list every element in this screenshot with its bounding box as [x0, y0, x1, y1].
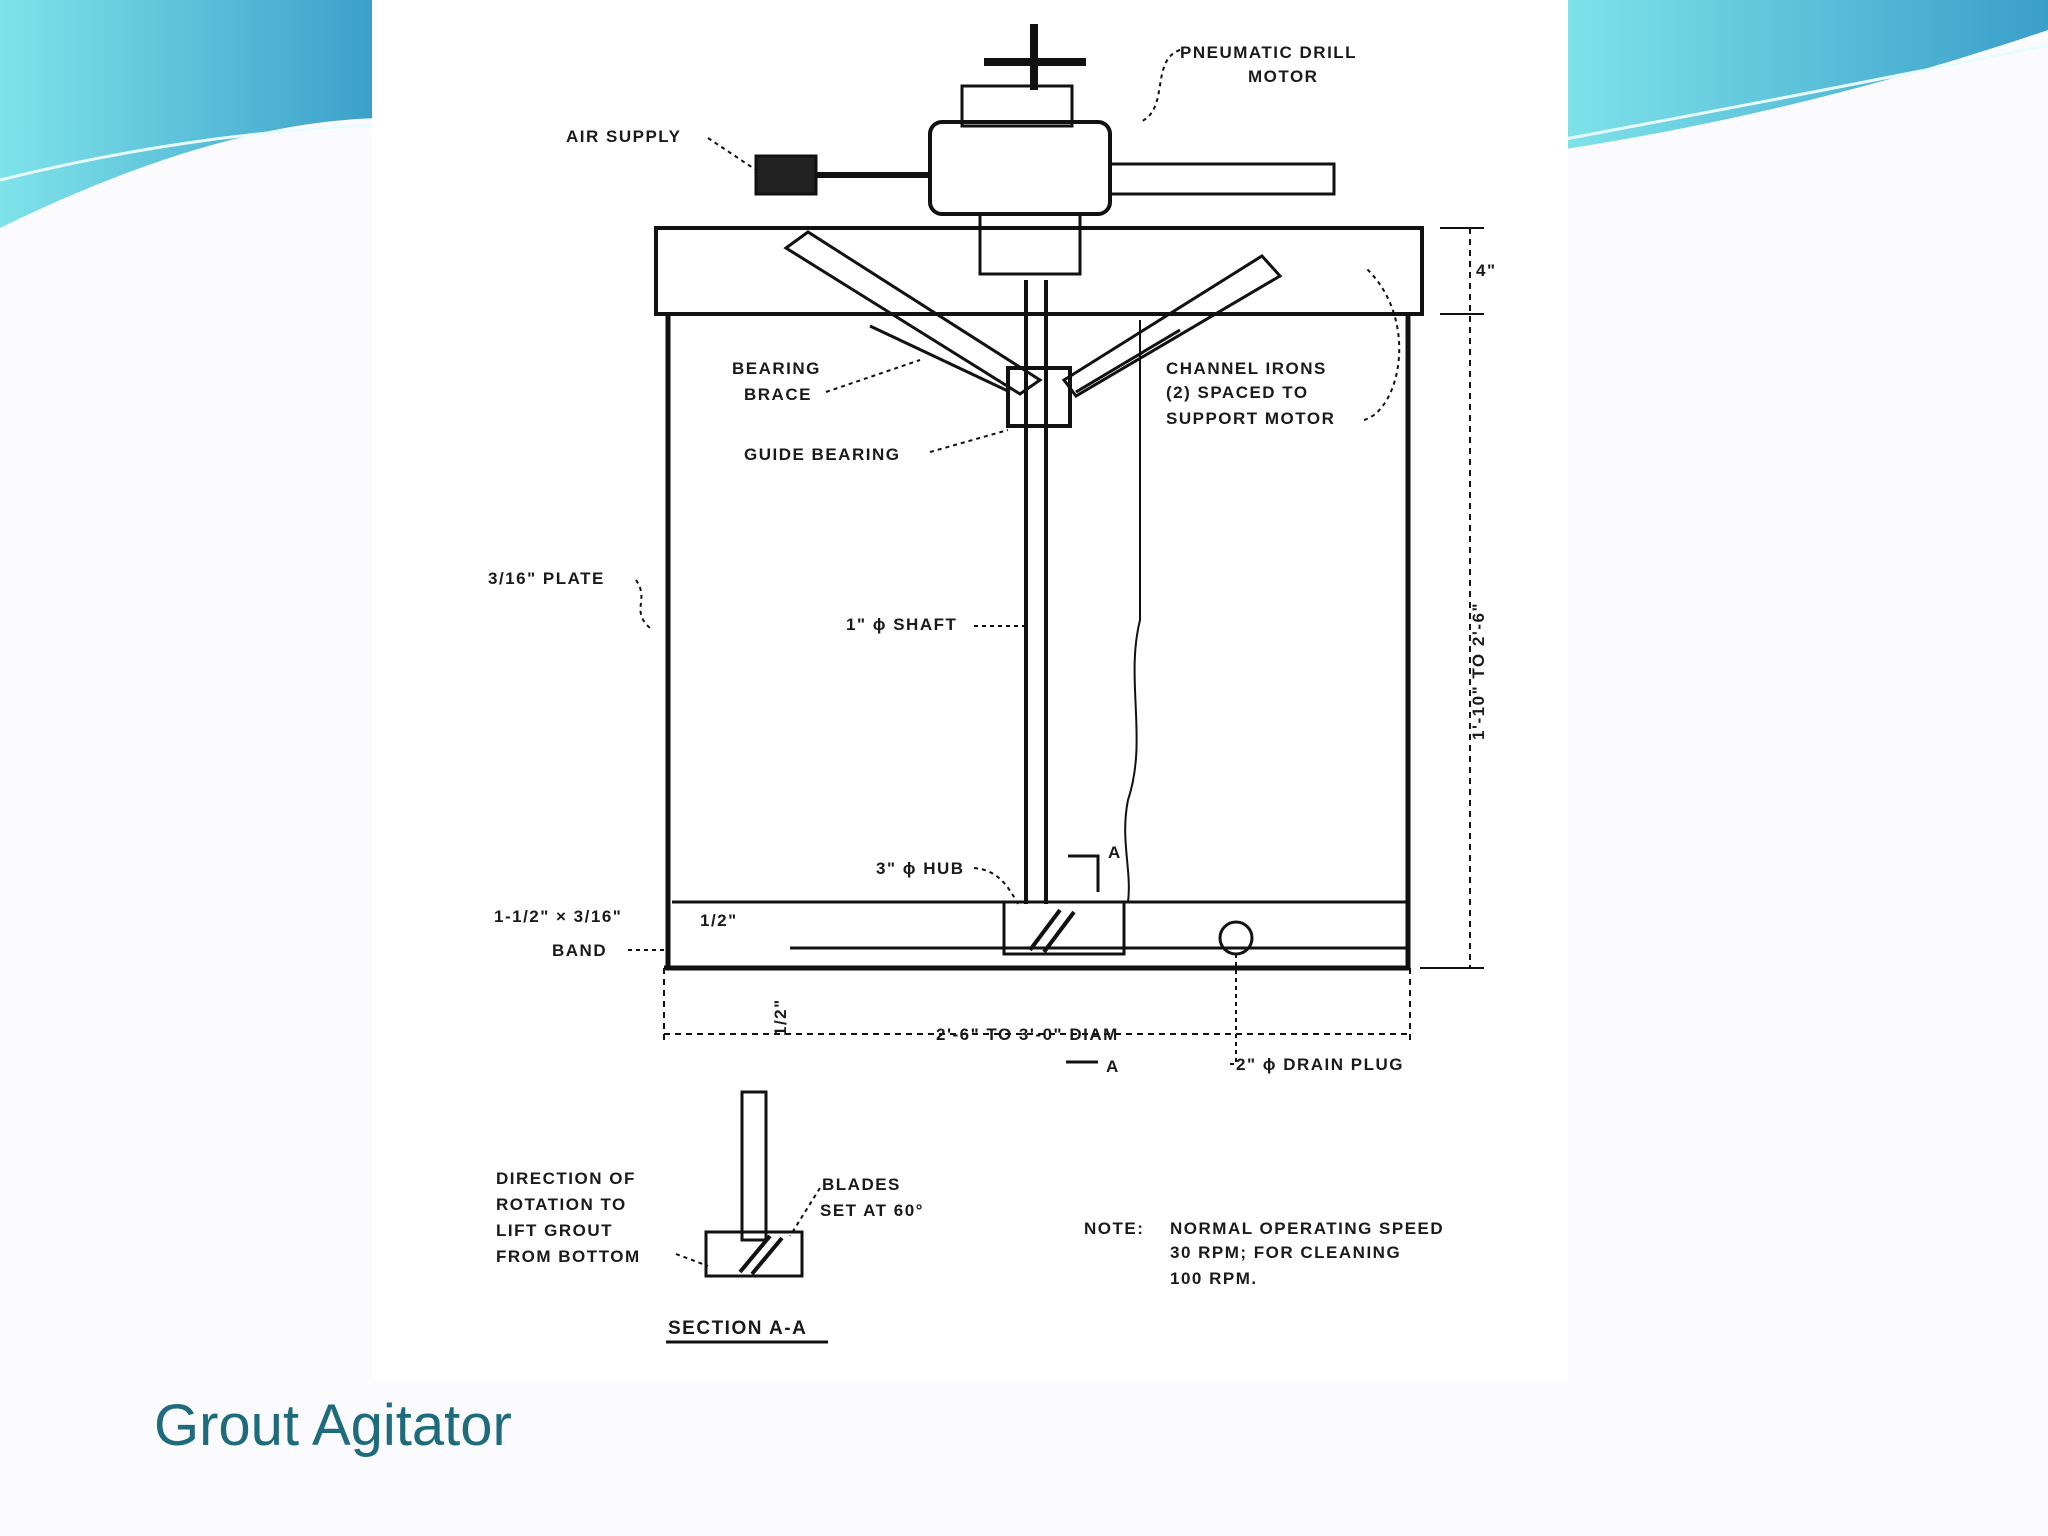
- leader-blades: [789, 1187, 821, 1237]
- label-direction-2: ROTATION TO: [496, 1195, 627, 1214]
- section-blades: [738, 1234, 784, 1276]
- leader-hub: [973, 867, 1019, 905]
- section-hub: [704, 1230, 804, 1278]
- label-band-size: 1-1/2" × 3/16": [494, 907, 622, 926]
- hub: [1002, 900, 1126, 956]
- guide-bearing: [1006, 366, 1072, 428]
- label-diameter-dim: 2'-6" TO 3'-0" DIAM: [936, 1025, 1119, 1044]
- label-direction-3: LIFT GROUT: [496, 1221, 613, 1240]
- leader-plate: [635, 579, 651, 629]
- bearing-brace-left: [783, 230, 1043, 396]
- wave-left: [0, 0, 380, 228]
- label-section-marker-bottom: A: [1106, 1057, 1120, 1076]
- wave-right-line: [1559, 43, 2048, 142]
- break-line: [1124, 320, 1141, 903]
- section-shaft: [740, 1090, 768, 1242]
- label-section-title: SECTION A-A: [668, 1318, 807, 1339]
- bearing-brace-right: [1061, 254, 1283, 398]
- label-half-inch-vertical: 1/2": [771, 998, 790, 1036]
- leader-bearing-brace: [825, 359, 921, 393]
- label-plate: 3/16" PLATE: [488, 569, 605, 588]
- motor-handle-right: [1108, 162, 1336, 196]
- label-height-dim: 1'-10" TO 2'-6": [1469, 602, 1488, 740]
- label-pneumatic-1: PNEUMATIC DRILL: [1180, 43, 1357, 62]
- label-top-dim: 4": [1476, 261, 1497, 280]
- wave-right: [1560, 0, 2048, 150]
- air-supply-handle: [754, 154, 818, 196]
- motor-top: [960, 84, 1074, 128]
- label-bearing-brace-1: BEARING: [732, 359, 821, 378]
- label-guide-bearing: GUIDE BEARING: [744, 445, 900, 464]
- label-half-inch: 1/2": [700, 911, 738, 930]
- label-band: BAND: [552, 941, 607, 960]
- label-air-supply: AIR SUPPLY: [566, 127, 681, 146]
- section-mark-top: [1068, 854, 1100, 892]
- brace-right-lower: [1075, 328, 1181, 394]
- slide-title: Grout Agitator: [154, 1393, 512, 1458]
- label-shaft: 1" ϕ SHAFT: [846, 615, 957, 634]
- label-direction-1: DIRECTION OF: [496, 1169, 636, 1188]
- leader-guide-bearing: [929, 429, 1009, 453]
- leader-direction: [675, 1253, 709, 1267]
- leader-pneumatic: [1139, 49, 1181, 123]
- label-section-marker-top: A: [1108, 843, 1122, 862]
- label-note-1: NORMAL OPERATING SPEED: [1170, 1219, 1444, 1238]
- label-pneumatic-2: MOTOR: [1248, 67, 1318, 86]
- label-blades-1: BLADES: [822, 1175, 901, 1194]
- label-bearing-brace-2: BRACE: [744, 385, 812, 404]
- label-note-3: 100 RPM.: [1170, 1269, 1258, 1288]
- leader-air: [707, 137, 757, 171]
- brace-left-lower: [869, 324, 1011, 394]
- label-hub: 3" ϕ HUB: [876, 859, 965, 878]
- label-note: NOTE:: [1084, 1219, 1144, 1238]
- label-blades-2: SET AT 60°: [820, 1201, 924, 1220]
- wave-left-line: [0, 123, 381, 182]
- leader-channel: [1363, 267, 1401, 421]
- leader-drain: [1228, 954, 1237, 1065]
- hub-blade: [1028, 908, 1076, 954]
- tank-top-band: [654, 226, 1424, 316]
- motor-body: [928, 120, 1112, 216]
- label-direction-4: FROM BOTTOM: [496, 1247, 641, 1266]
- label-channel-2: (2) SPACED TO: [1166, 383, 1309, 402]
- label-drain-plug: 2" ϕ DRAIN PLUG: [1236, 1055, 1404, 1074]
- label-note-2: 30 RPM; FOR CLEANING: [1170, 1243, 1401, 1262]
- label-channel-1: CHANNEL IRONS: [1166, 359, 1327, 378]
- label-channel-3: SUPPORT MOTOR: [1166, 409, 1335, 428]
- motor-base: [978, 212, 1082, 276]
